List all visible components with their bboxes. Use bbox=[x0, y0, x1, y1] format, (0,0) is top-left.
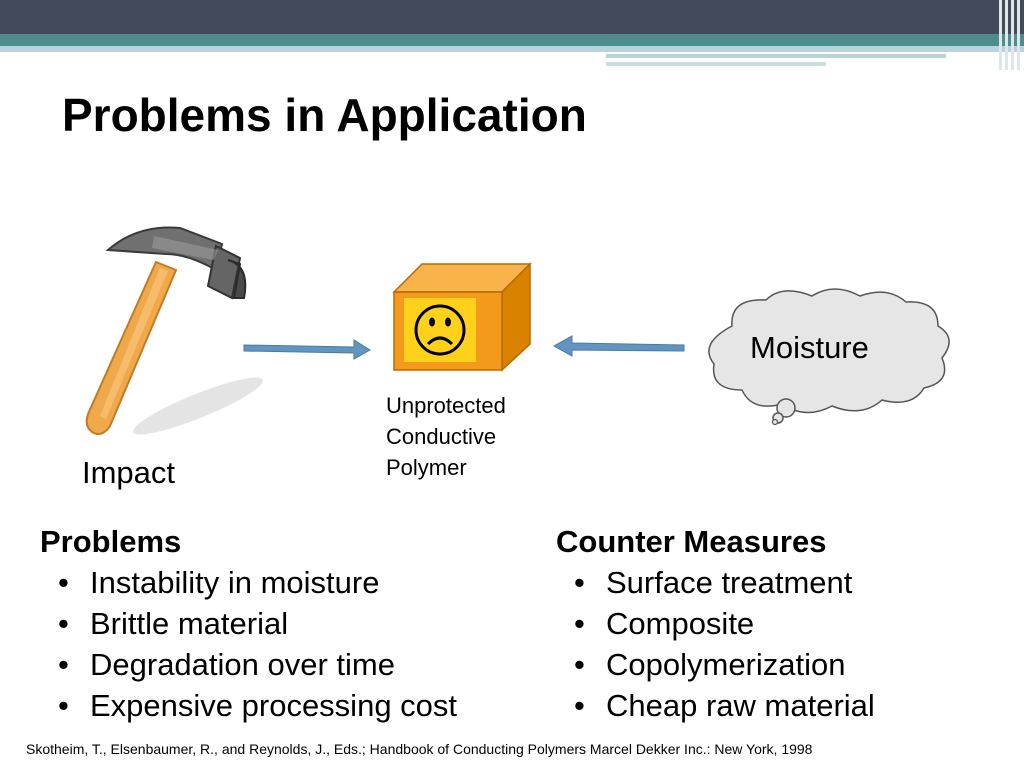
list-item: • Expensive processing cost bbox=[40, 685, 457, 726]
polymer-label: Unprotected Conductive Polymer bbox=[386, 390, 506, 483]
list-item: • Composite bbox=[556, 603, 875, 644]
list-item-text: Composite bbox=[606, 606, 755, 641]
problems-list: • Instability in moisture • Brittle materi… bbox=[40, 562, 457, 726]
corner-stripes bbox=[994, 0, 1024, 70]
list-item-text: Degradation over time bbox=[90, 647, 395, 682]
polymer-label-line: Unprotected bbox=[386, 393, 506, 418]
bullet: • bbox=[58, 688, 69, 723]
list-item-text: Cheap raw material bbox=[606, 688, 875, 723]
bullet: • bbox=[574, 688, 585, 723]
hammer-icon bbox=[85, 226, 264, 435]
list-item: • Brittle material bbox=[40, 603, 457, 644]
header-band-teal bbox=[0, 34, 1024, 46]
list-item: • Degradation over time bbox=[40, 644, 457, 685]
list-item-text: Copolymerization bbox=[606, 647, 846, 682]
header-band-light bbox=[0, 46, 1024, 52]
list-item-text: Brittle material bbox=[90, 606, 289, 641]
cloud-icon bbox=[708, 288, 950, 426]
counter-measures-heading: Counter Measures bbox=[556, 524, 827, 559]
arrow-icon-moisture bbox=[552, 335, 685, 357]
counter-measures-section: Counter Measures • Surface treatment • Com… bbox=[556, 522, 875, 726]
moisture-label: Moisture bbox=[750, 330, 869, 365]
counter-measures-list: • Surface treatment • Composite • Copolymer… bbox=[556, 562, 875, 726]
bullet: • bbox=[574, 565, 585, 600]
bullet: • bbox=[58, 647, 69, 682]
header-band-dark bbox=[0, 0, 1024, 34]
list-item-text: Surface treatment bbox=[606, 565, 853, 600]
list-item: • Surface treatment bbox=[556, 562, 875, 603]
problems-section: Problems • Instability in moisture • Britt… bbox=[40, 522, 457, 726]
arrow-icon-impact bbox=[243, 339, 371, 360]
list-item-text: Instability in moisture bbox=[90, 565, 380, 600]
list-item: • Copolymerization bbox=[556, 644, 875, 685]
list-item: • Instability in moisture bbox=[40, 562, 457, 603]
sad-face-icon bbox=[414, 304, 466, 356]
bullet: • bbox=[58, 606, 69, 641]
citation-footnote: Skotheim, T., Elsenbaumer, R., and Reyno… bbox=[26, 741, 813, 757]
impact-label: Impact bbox=[82, 455, 176, 490]
list-item: • Cheap raw material bbox=[556, 685, 875, 726]
bullet: • bbox=[574, 647, 585, 682]
bullet: • bbox=[58, 565, 69, 600]
slide-title: Problems in Application bbox=[62, 89, 587, 141]
polymer-label-line: Conductive bbox=[386, 424, 497, 449]
polymer-cube-icon bbox=[392, 262, 532, 372]
problems-heading: Problems bbox=[40, 524, 182, 559]
bullet: • bbox=[574, 606, 585, 641]
list-item-text: Expensive processing cost bbox=[90, 688, 458, 723]
polymer-label-line: Polymer bbox=[386, 455, 467, 480]
header-accent-line bbox=[606, 54, 946, 58]
header-accent-line-2 bbox=[606, 62, 826, 66]
